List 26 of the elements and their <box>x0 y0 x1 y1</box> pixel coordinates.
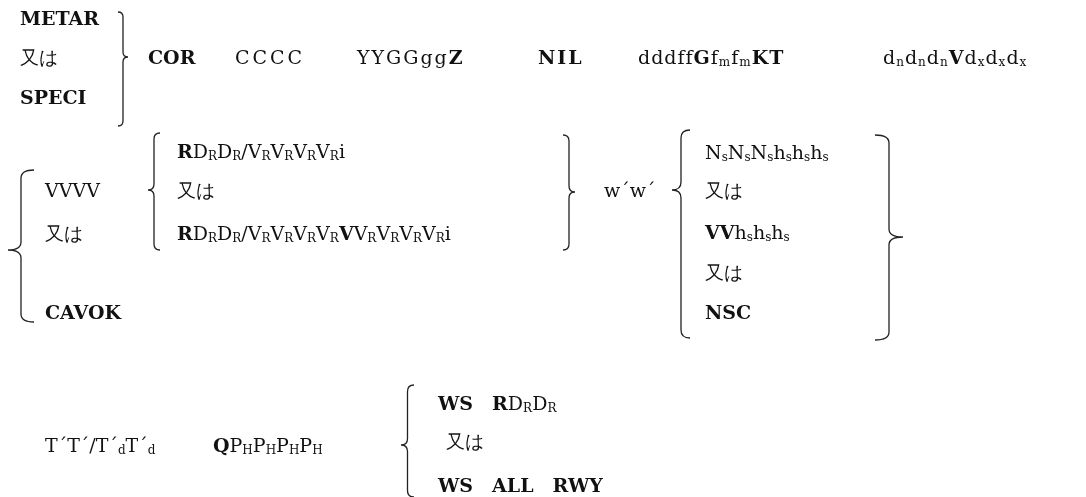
code-text: RD$_{R}$D$_{R}$/V$_{R}$V$_{R}$V$_{R}$V$_{R}$i <box>177 139 345 163</box>
code-text: YYGGggZ <box>357 45 465 69</box>
code-text: 又は <box>177 178 215 202</box>
code-text: 又は <box>45 221 83 245</box>
code-text: VVh$_{s}$h$_{s}$h$_{s}$ <box>705 220 790 244</box>
code-text: WS RD$_{R}$D$_{R}$ <box>438 391 557 415</box>
code-text: T´T´/T´$_{d}$T´$_{d}$ <box>45 433 156 457</box>
code-text: METAR <box>20 6 100 30</box>
code-text: N$_{s}$N$_{s}$N$_{s}$h$_{s}$h$_{s}$h$_{s}$ <box>705 140 829 164</box>
code-text: 又は <box>20 45 58 69</box>
code-text: CAVOK <box>45 300 121 324</box>
code-text: WS ALL RWY <box>438 473 603 497</box>
code-text: d$_{n}$d$_{n}$d$_{n}$Vd$_{x}$d$_{x}$d$_{x}$ <box>883 45 1028 69</box>
code-text: 又は <box>446 429 484 453</box>
code-text: 又は <box>705 260 743 284</box>
code-text: NSC <box>705 300 752 324</box>
code-text: CCCC <box>235 45 306 69</box>
code-text: NIL <box>538 45 584 69</box>
code-text: SPECI <box>20 85 87 109</box>
code-text: w´w´ <box>604 178 656 202</box>
code-text: dddffGf$_{m}$f$_{m}$KT <box>638 45 785 69</box>
code-text: RD$_{R}$D$_{R}$/V$_{R}$V$_{R}$V$_{R}$V$_{R}$VV$_{R}$V$_{R}$V$_{R}$V$_{R}$i <box>177 221 451 245</box>
code-text: QP$_{H}$P$_{H}$P$_{H}$P$_{H}$ <box>213 433 323 457</box>
code-text: 又は <box>705 178 743 202</box>
code-text: VVVV <box>45 178 100 202</box>
code-text: COR <box>148 45 196 69</box>
